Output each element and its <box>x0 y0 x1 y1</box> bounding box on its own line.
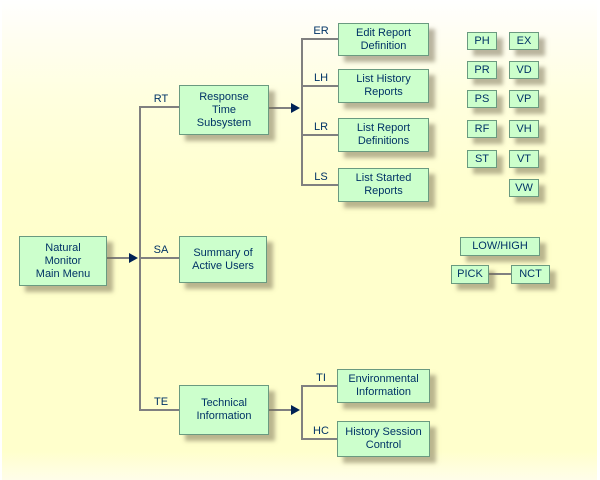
branch-label-ls: LS <box>314 171 328 183</box>
node-environmental-information[interactable]: Environmental Information <box>337 369 430 403</box>
arrow-right-icon <box>291 405 300 415</box>
node-list-report-definitions[interactable]: List Report Definitions <box>338 118 429 152</box>
arrow-right-icon <box>291 103 300 113</box>
command-box-vh[interactable]: VH <box>509 120 539 138</box>
node-summary-of-active-users[interactable]: Summary of Active Users <box>179 236 267 283</box>
te-children-connector <box>301 385 303 440</box>
node-technical-information[interactable]: Technical Information <box>179 385 269 435</box>
command-box-ps[interactable]: PS <box>467 90 497 108</box>
branch-label-hc: HC <box>313 425 329 437</box>
node-list-started-reports[interactable]: List Started Reports <box>338 168 429 202</box>
branch-label-ti: TI <box>316 372 326 384</box>
branch-label-sa: SA <box>153 244 169 256</box>
command-box-low-high[interactable]: LOW/HIGH <box>460 237 540 256</box>
rt-children-connector <box>301 39 303 186</box>
node-response-time-subsystem[interactable]: Response Time Subsystem <box>179 85 269 135</box>
line-pick-to-nct <box>489 273 511 275</box>
branch-label-rt: RT <box>153 93 169 105</box>
command-box-ex[interactable]: EX <box>509 32 539 50</box>
line-branch-sa <box>139 257 180 259</box>
line-branch-hc <box>301 438 338 440</box>
line-branch-rt <box>139 106 180 108</box>
line-mainmenu-to-trunk <box>107 257 131 259</box>
command-box-pick[interactable]: PICK <box>451 265 489 284</box>
line-branch-ti <box>301 385 338 387</box>
line-te-to-children <box>269 409 293 411</box>
command-box-vw[interactable]: VW <box>509 179 539 197</box>
command-box-rf[interactable]: RF <box>467 120 497 138</box>
line-rt-to-children <box>269 107 293 109</box>
line-branch-lh <box>301 85 339 87</box>
node-main-menu[interactable]: Natural Monitor Main Menu <box>19 236 107 286</box>
command-box-ph[interactable]: PH <box>467 32 497 50</box>
line-branch-te <box>139 409 180 411</box>
node-history-session-control[interactable]: History Session Control <box>337 421 430 457</box>
branch-label-lr: LR <box>313 121 329 133</box>
line-branch-er <box>301 38 339 40</box>
line-branch-ls <box>301 184 339 186</box>
command-box-vt[interactable]: VT <box>509 150 539 168</box>
branch-label-er: ER <box>313 25 329 37</box>
command-box-vd[interactable]: VD <box>509 61 539 79</box>
branch-label-lh: LH <box>313 72 329 84</box>
arrow-right-icon <box>129 253 138 263</box>
node-edit-report-definition[interactable]: Edit Report Definition <box>338 23 429 56</box>
command-box-vp[interactable]: VP <box>509 90 539 108</box>
branch-label-te: TE <box>153 396 169 408</box>
command-box-st[interactable]: ST <box>467 150 497 168</box>
node-list-history-reports[interactable]: List History Reports <box>338 69 429 103</box>
command-box-nct[interactable]: NCT <box>511 265 550 284</box>
line-branch-lr <box>301 134 339 136</box>
command-box-pr[interactable]: PR <box>467 61 497 79</box>
